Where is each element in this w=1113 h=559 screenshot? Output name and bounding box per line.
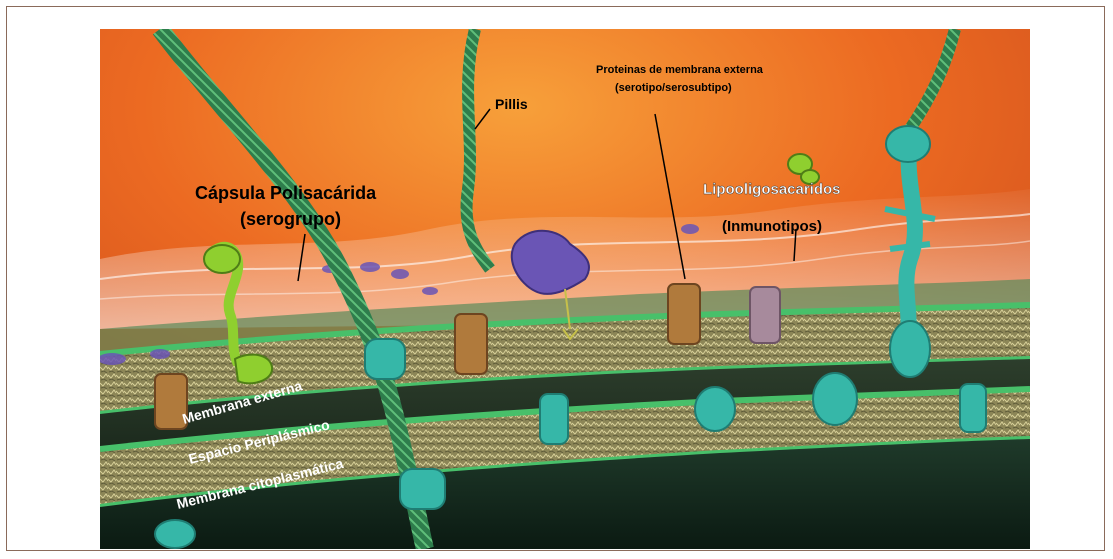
label-capsula-line2: (serogrupo) [240,209,341,229]
label-capsula-line1: Cápsula Polisacárida [195,183,377,203]
label-proteinas-line1: Proteinas de membrana externa [596,64,764,76]
bacterial-membrane-illustration: Pillis Proteinas de membrana externa (se… [100,29,1030,549]
label-lipo-line1: Lipooligosacaridos [703,181,841,198]
label-proteinas-line2: (serotipo/serosubtipo) [615,82,732,94]
figure-frame: Pillis Proteinas de membrana externa (se… [6,6,1105,551]
label-lipo-line2: (Inmunotipos) [722,218,822,235]
membrane-diagram: Pillis Proteinas de membrana externa (se… [100,29,1030,549]
label-pillis: Pillis [495,96,528,112]
membrane-protein-grey [750,287,780,343]
